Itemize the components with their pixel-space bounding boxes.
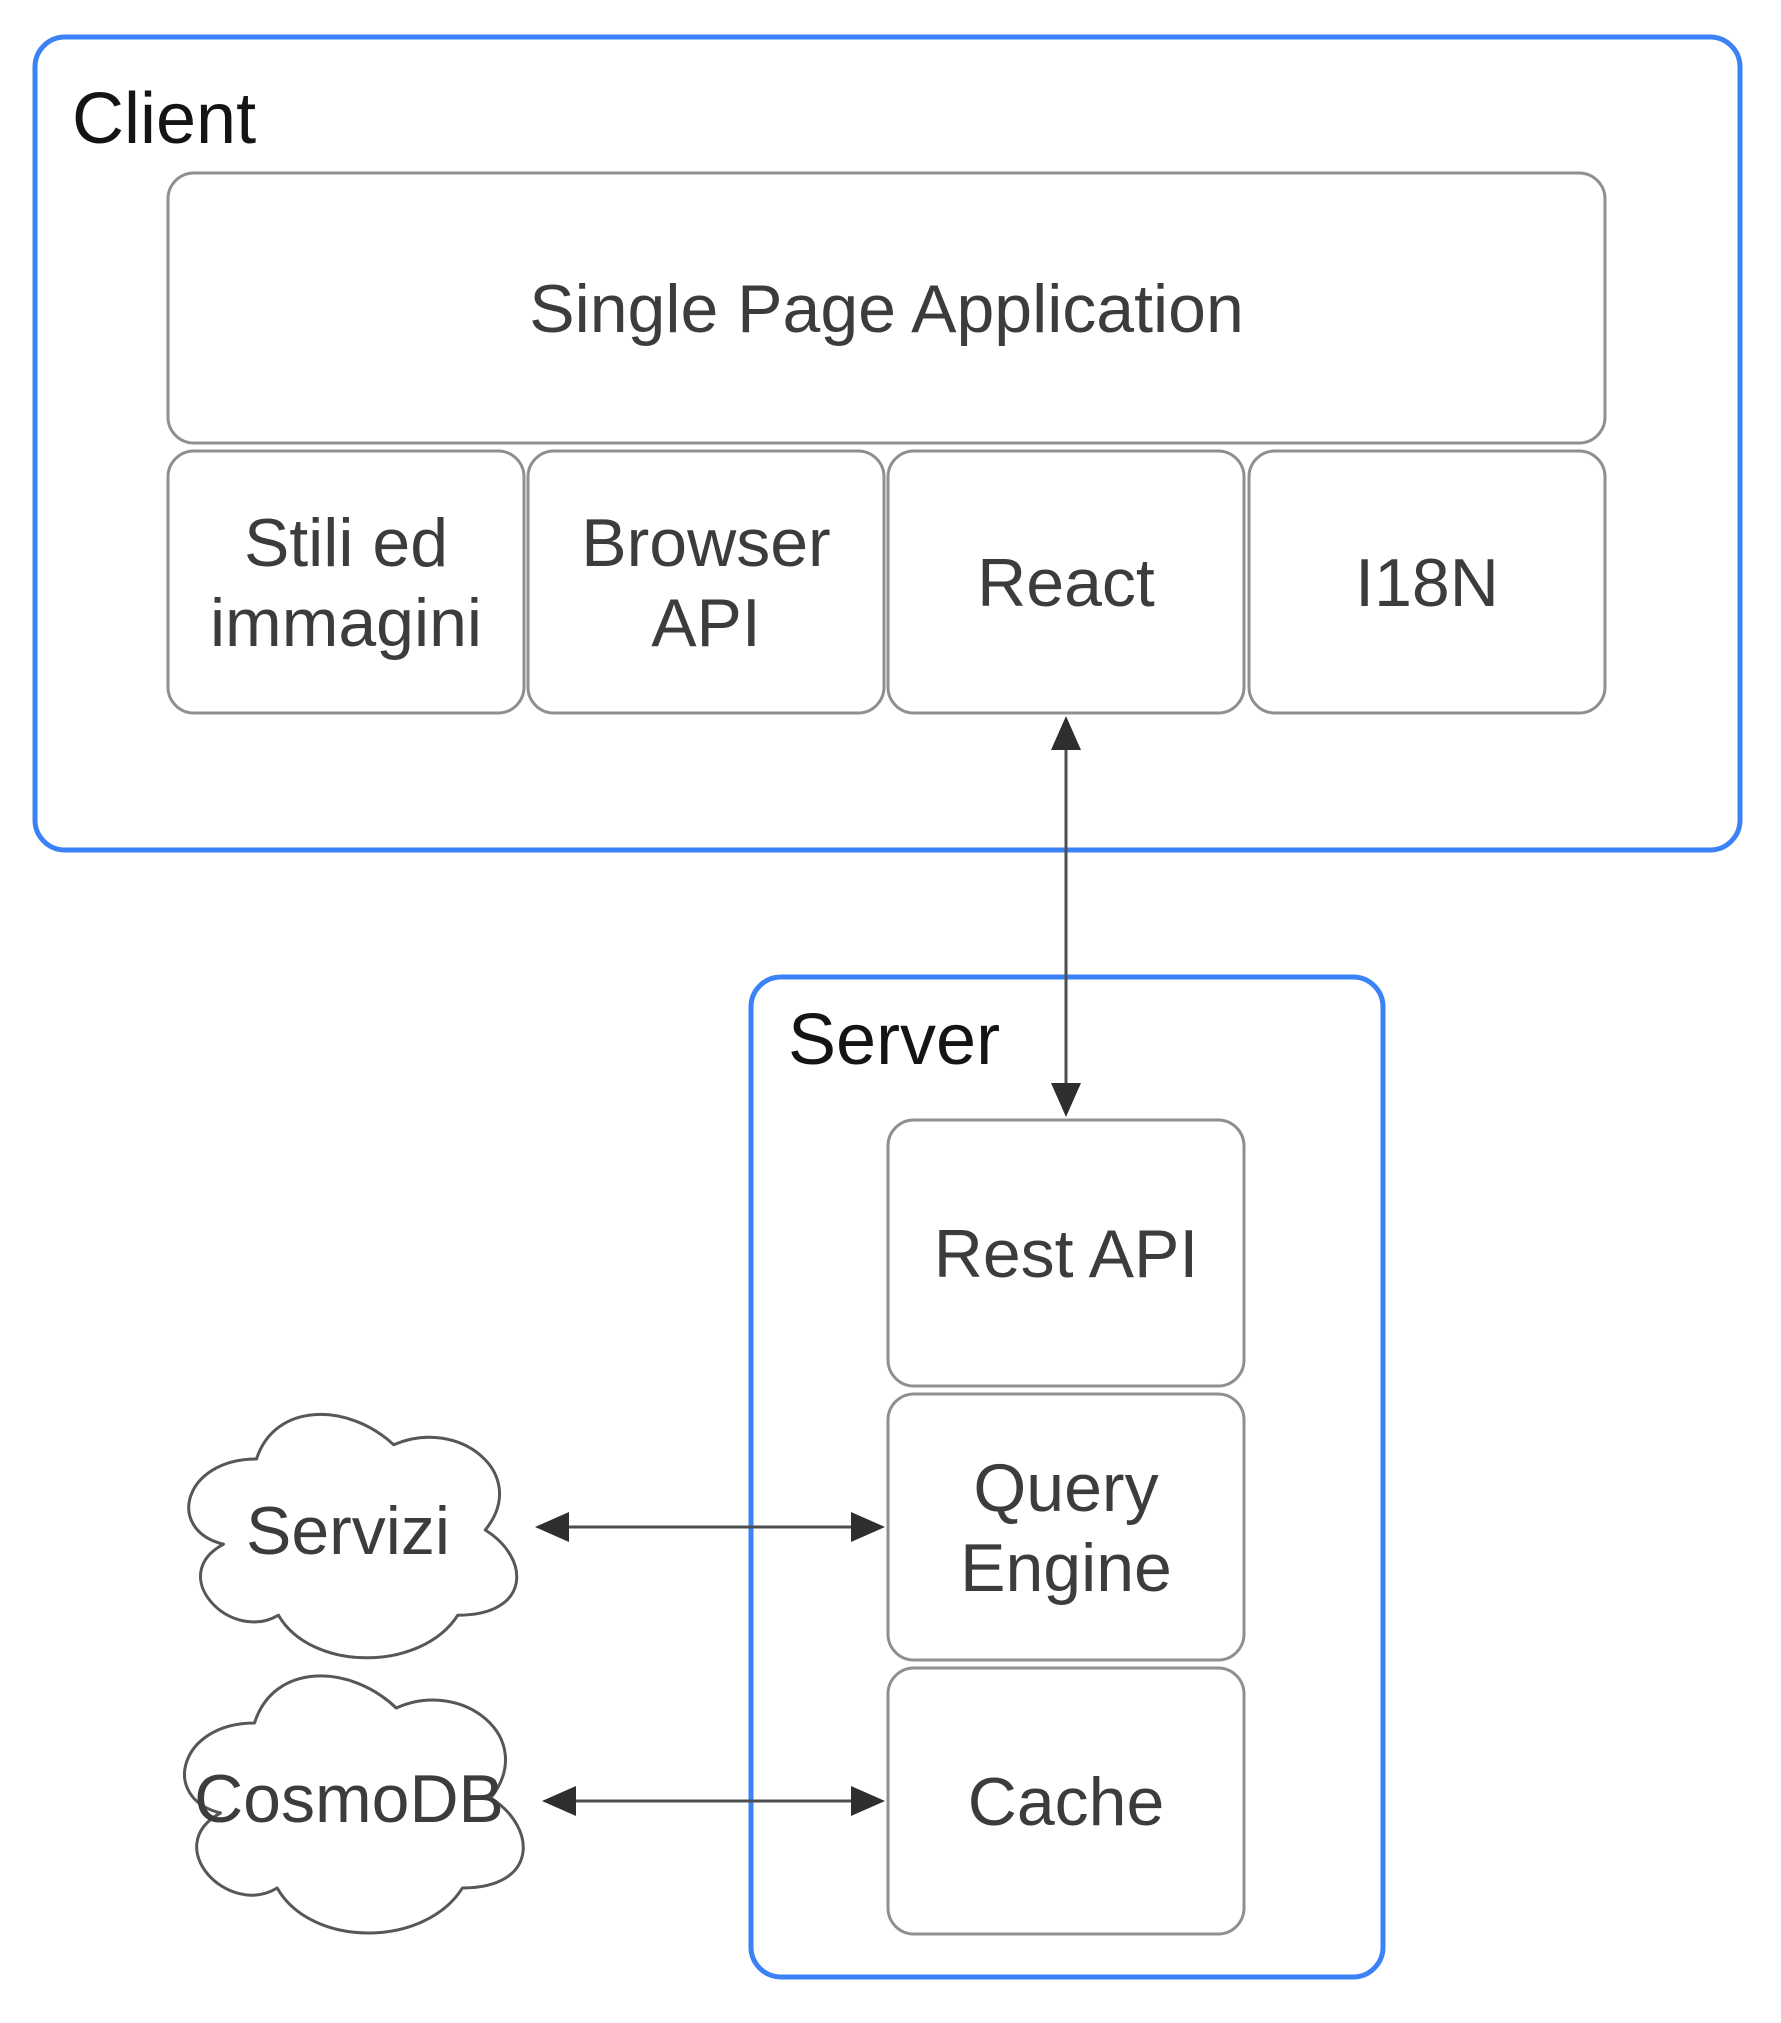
- query-engine-node: [886, 1392, 1246, 1662]
- cosmodb-cloud: [183, 1674, 525, 1935]
- servizi-cloud: [187, 1413, 519, 1660]
- cache-node: [886, 1666, 1246, 1936]
- arrow-cosmodb-cache-head-end: [851, 1786, 885, 1816]
- servizi-cloud-label: Servizi: [246, 1493, 450, 1569]
- i18n-node: [1247, 449, 1607, 715]
- single-page-application-node: [166, 171, 1607, 445]
- stili-ed-immagini-node-label: Stili ed: [244, 505, 448, 581]
- react-node-label: React: [977, 545, 1155, 621]
- single-page-application-node-label: Single Page Application: [529, 271, 1244, 347]
- query-engine-node-label: Engine: [960, 1530, 1172, 1606]
- cosmodb-cloud-label: CosmoDB: [194, 1761, 504, 1837]
- arrow-cosmodb-cache-head-start: [542, 1786, 576, 1816]
- stili-ed-immagini-node-label: immagini: [210, 585, 482, 661]
- arrow-react-restapi-head-end: [1051, 1083, 1081, 1117]
- query-engine-node-label: Query: [973, 1450, 1158, 1526]
- cache-node-label: Cache: [968, 1764, 1165, 1840]
- browser-api-node-label: API: [651, 585, 761, 661]
- browser-api-node-label: Browser: [581, 505, 830, 581]
- client-container-label: Client: [72, 79, 256, 159]
- stili-ed-immagini-node: [166, 449, 526, 715]
- rest-api-node-label: Rest API: [934, 1216, 1199, 1292]
- react-node: [886, 449, 1246, 715]
- i18n-node-label: I18N: [1355, 545, 1499, 621]
- arrow-servizi-queryengine-head-end: [851, 1512, 885, 1542]
- browser-api-node: [526, 449, 886, 715]
- arrow-react-restapi-head-start: [1051, 716, 1081, 750]
- server-container-label: Server: [788, 1000, 1000, 1080]
- arrow-servizi-queryengine-head-start: [535, 1512, 569, 1542]
- rest-api-node: [886, 1118, 1246, 1388]
